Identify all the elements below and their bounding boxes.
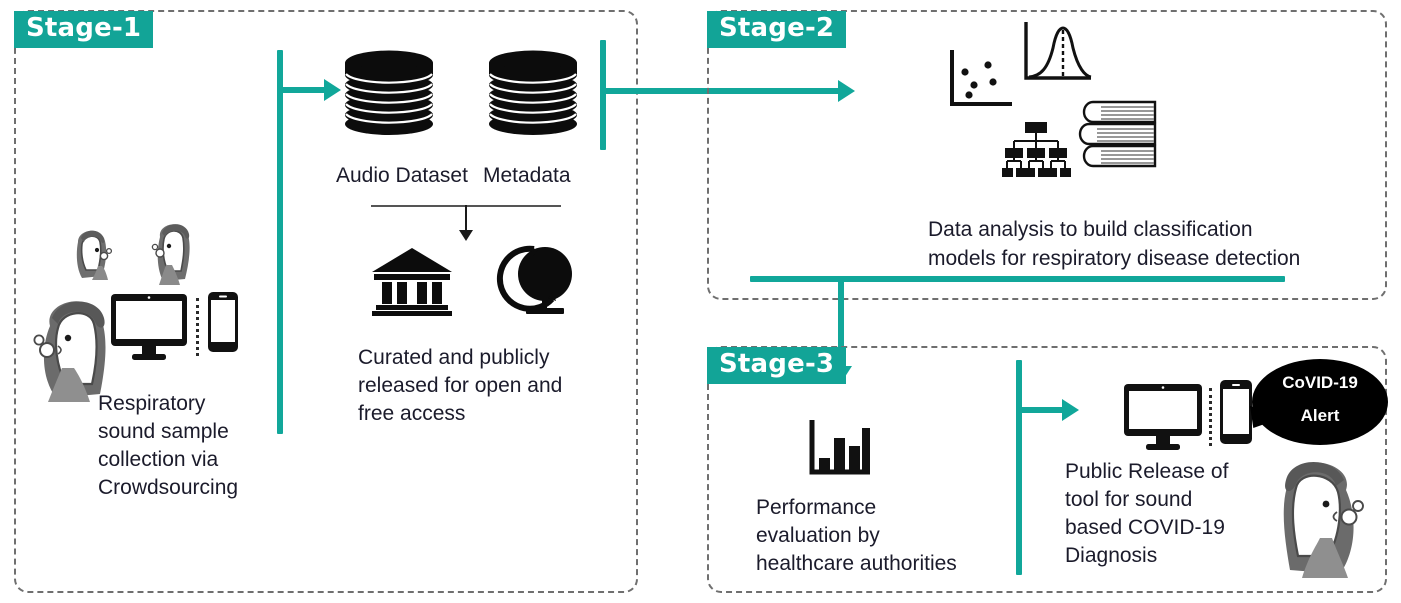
stage-1-collection-caption: Respiratory sound sample collection via … — [98, 392, 239, 500]
stage-1-release-caption: Curated and publicly released for open a… — [358, 346, 563, 426]
stage-1-collection-to-dataset-line — [280, 87, 326, 93]
stage-2-to-stage-3-line — [750, 276, 1285, 282]
bank-institution-icon — [370, 246, 454, 316]
stage-2-analysis-caption-line2: models for respiratory disease detection — [928, 247, 1301, 270]
dataset-to-release-stem — [465, 205, 467, 232]
stage-3-release-caption: Public Release of tool for sound based C… — [1065, 460, 1229, 568]
dataset-to-release-arrowhead — [459, 230, 473, 241]
person-coughing-icon — [24, 290, 120, 402]
stage-3-label: Stage-3 — [707, 347, 847, 385]
audio-dataset-label: Audio Dataset — [336, 164, 468, 187]
device-separator-dots-stage3 — [1209, 388, 1212, 446]
gaussian-curve-icon — [1023, 20, 1093, 86]
device-separator-dots — [196, 298, 199, 356]
person-coughing-icon-stage3 — [1268, 450, 1374, 578]
alert-bubble-line2: Alert — [1300, 406, 1340, 425]
stage-3-eval-to-release-arrowhead — [1062, 399, 1079, 421]
stage-3-container — [707, 346, 1387, 593]
stage-2-container — [707, 10, 1387, 300]
metadata-label: Metadata — [483, 164, 571, 187]
database-stack-icon-audio — [343, 50, 435, 136]
book-stack-icon — [1078, 98, 1161, 170]
desktop-monitor-icon-stage3 — [1123, 383, 1203, 451]
stage-2-to-stage-3-vertical — [838, 276, 844, 369]
alert-bubble-line1: CoVID-19 — [1282, 373, 1358, 392]
alert-speech-bubble-icon — [1252, 359, 1388, 445]
stage-1-container — [14, 10, 638, 593]
decision-tree-icon — [1000, 120, 1072, 180]
stage-2-analysis-caption-line1: Data analysis to build classification — [928, 218, 1253, 241]
person-coughing-small-icon-2 — [144, 215, 198, 287]
stage-1-exit-vertical-connector — [600, 40, 606, 150]
stage-3-evaluation-caption: Performance evaluation by healthcare aut… — [756, 496, 957, 576]
stage-1-label: Stage-1 — [14, 11, 154, 49]
globe-icon — [496, 243, 578, 317]
person-coughing-small-icon-1 — [68, 222, 116, 284]
smartphone-icon — [207, 291, 239, 353]
scatter-plot-icon — [948, 48, 1014, 110]
stage-1-collection-to-dataset-arrowhead — [324, 79, 341, 101]
stage-1-vertical-connector — [277, 50, 283, 434]
stage-3-vertical-connector — [1016, 360, 1022, 575]
database-stack-icon-metadata — [487, 50, 579, 136]
bar-chart-icon — [808, 418, 872, 478]
smartphone-icon-stage3 — [1219, 379, 1253, 445]
stage-1-to-stage-2-arrowhead — [838, 80, 855, 102]
stage-1-to-stage-2-line — [600, 88, 840, 94]
desktop-monitor-icon — [110, 293, 188, 361]
stage-3-eval-to-release-line — [1019, 407, 1064, 413]
stage-2-label: Stage-2 — [707, 11, 847, 49]
